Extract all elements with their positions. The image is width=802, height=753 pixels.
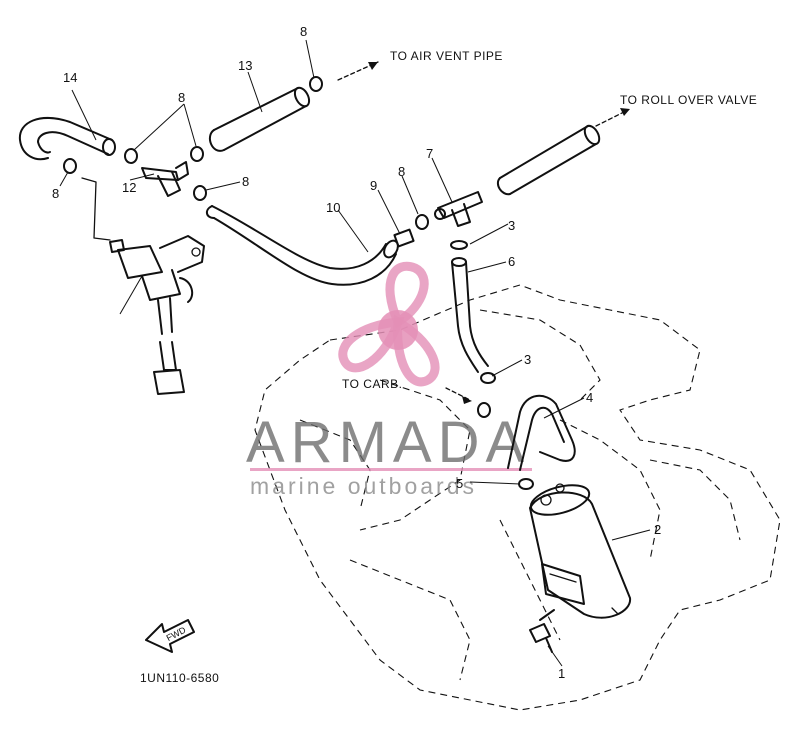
note-to-carb: TO CARB. xyxy=(342,377,402,391)
callout-6: 6 xyxy=(508,254,515,269)
watermark-tagline: marine outboards xyxy=(250,473,477,499)
callout-8-mid: 8 xyxy=(178,90,185,105)
part-7-joint xyxy=(434,191,483,227)
part-10-hose xyxy=(206,205,399,286)
part-13-hose xyxy=(18,117,116,161)
part-1-bolt xyxy=(529,609,555,653)
callout-11: 13 xyxy=(238,58,252,73)
engine-block-outline xyxy=(254,284,781,711)
callout-1: 1 xyxy=(558,666,565,681)
callout-labels: 14 13 8 8 8 8 8 12 10 9 7 3 6 3 4 5 2 1 xyxy=(52,24,661,681)
callout-8-right: 8 xyxy=(242,174,249,189)
callout-8-left: 8 xyxy=(52,186,59,201)
callout-5: 5 xyxy=(456,476,463,491)
watermark-underline xyxy=(250,468,532,471)
watermark-brand: ARMADA xyxy=(246,410,530,475)
callout-3-top: 3 xyxy=(508,218,515,233)
watermark: ARMADA marine outboards xyxy=(246,261,532,499)
note-roll-over-valve: TO ROLL OVER VALVE xyxy=(620,93,757,107)
callout-2: 2 xyxy=(654,522,661,537)
callout-8-top: 8 xyxy=(300,24,307,39)
leader-lines xyxy=(59,39,651,667)
callout-7: 7 xyxy=(426,146,433,161)
callout-12: 12 xyxy=(122,180,136,195)
part-14-valve xyxy=(109,235,205,395)
part-code: 1UN110-6580 xyxy=(140,671,219,685)
part-11-hose xyxy=(209,86,311,152)
note-air-vent-pipe: TO AIR VENT PIPE xyxy=(390,49,503,63)
callout-9: 9 xyxy=(370,178,377,193)
part-12-t-joint xyxy=(141,161,189,197)
roll-over-hose xyxy=(496,124,601,196)
propeller-logo-icon xyxy=(338,261,440,387)
link-line xyxy=(81,177,111,241)
callout-13: 14 xyxy=(63,70,77,85)
callout-3-mid: 3 xyxy=(524,352,531,367)
hose-clamps xyxy=(63,76,534,490)
part-6-hose xyxy=(451,257,489,373)
callout-8-center: 8 xyxy=(398,164,405,179)
fwd-arrow-icon: FWD xyxy=(145,619,195,653)
part-9-collar xyxy=(393,228,415,248)
flow-arrows xyxy=(337,61,630,404)
callout-10: 10 xyxy=(326,200,340,215)
callout-4: 4 xyxy=(586,390,593,405)
part-2-canister xyxy=(529,483,632,619)
